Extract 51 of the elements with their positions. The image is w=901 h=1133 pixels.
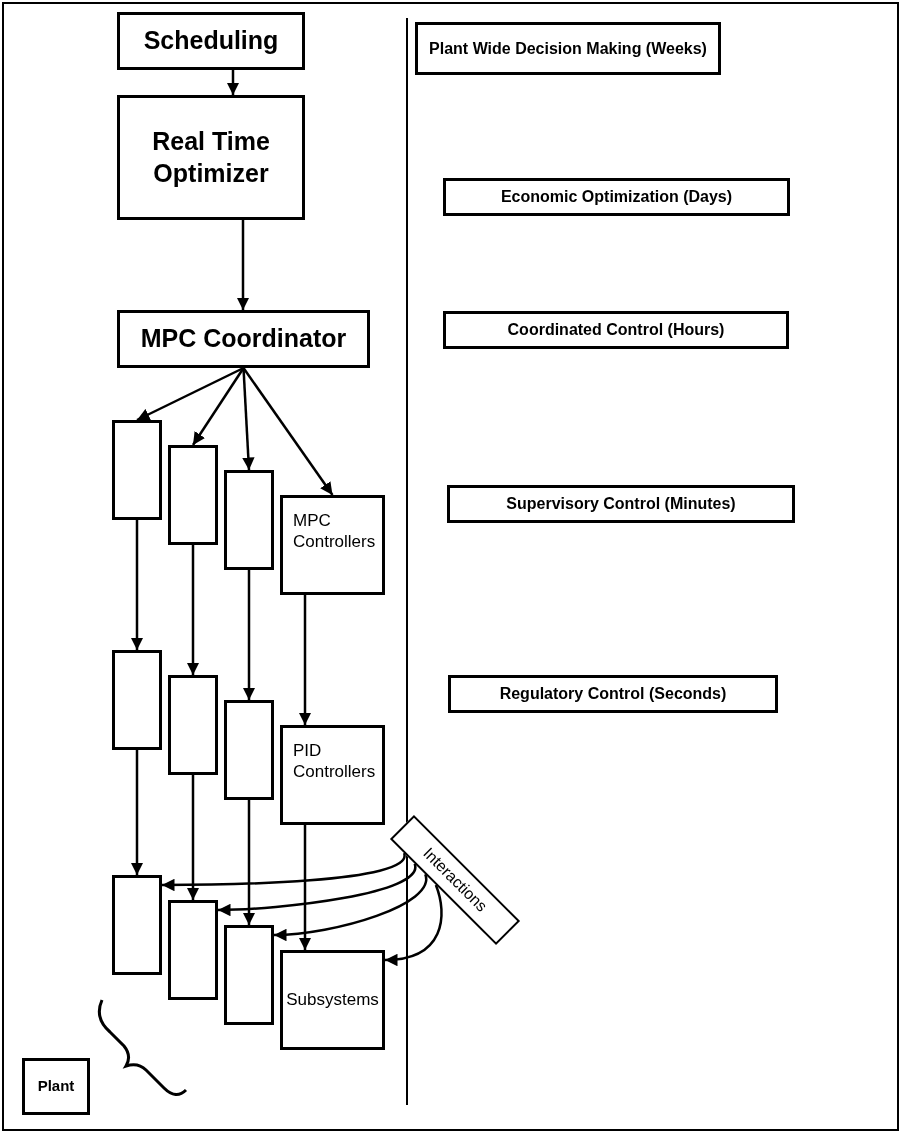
arrow (242, 367, 255, 471)
process-box (117, 95, 305, 220)
arrow (186, 775, 200, 900)
node-label: Supervisory Control (Minutes) (506, 494, 736, 514)
arrow (226, 70, 240, 95)
process-box (280, 495, 385, 595)
node-label: Plant (37, 1077, 75, 1096)
arrow (242, 800, 256, 925)
arrow (242, 570, 256, 700)
process-box (280, 725, 385, 825)
arrow (217, 863, 416, 916)
stacked-box (112, 875, 162, 975)
stacked-box (224, 470, 274, 570)
node-label: Scheduling (143, 25, 279, 57)
process-box (448, 675, 778, 713)
process-box (447, 485, 795, 523)
node-label: Subsystems (286, 989, 379, 1011)
node-label: Economic Optimization (Days) (500, 187, 733, 207)
process-box (280, 950, 385, 1050)
process-box (443, 178, 790, 216)
arrow (298, 825, 312, 950)
node-label: Real Time Optimizer (151, 126, 271, 189)
process-box (415, 22, 721, 75)
node-label: MPC Controllers (293, 510, 376, 553)
node-label: Coordinated Control (Hours) (507, 320, 725, 340)
process-box (117, 310, 370, 368)
arrow (298, 595, 312, 725)
stacked-box (168, 675, 218, 775)
node-label: PID Controllers (293, 740, 376, 783)
process-box (443, 311, 789, 349)
arrow (162, 852, 406, 892)
arrow (130, 520, 144, 650)
arrow (130, 750, 144, 875)
stacked-box (112, 650, 162, 750)
process-box (22, 1058, 90, 1115)
stacked-box (224, 925, 274, 1025)
arrow (384, 884, 443, 966)
stacked-box (224, 700, 274, 800)
arrow (242, 367, 334, 496)
stacked-box (112, 420, 162, 520)
node-label: Plant Wide Decision Making (Weeks) (429, 38, 707, 59)
process-box (117, 12, 305, 70)
arrow (136, 366, 245, 422)
arrow (273, 874, 428, 941)
stacked-box (168, 445, 218, 545)
arrow (236, 220, 250, 310)
arrow (191, 367, 245, 446)
node-label: Regulatory Control (Seconds) (499, 684, 727, 704)
stacked-box (168, 900, 218, 1000)
node-label: MPC Coordinator (140, 323, 347, 355)
arrow (186, 545, 200, 675)
